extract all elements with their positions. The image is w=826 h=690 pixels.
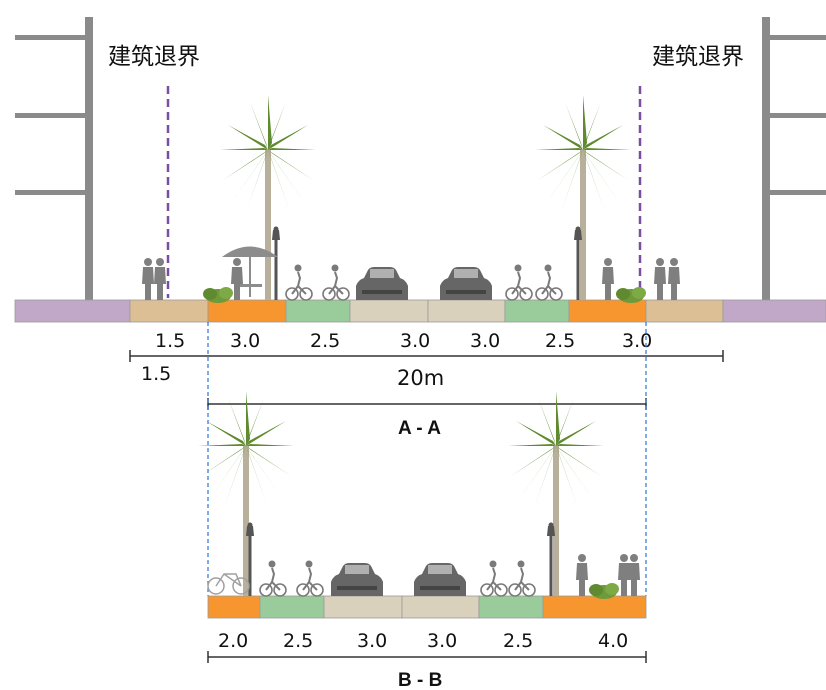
aa-building-zone-left bbox=[14, 299, 131, 323]
bb-width-label: 3.0 bbox=[427, 630, 457, 652]
section-bb-strips bbox=[207, 595, 647, 619]
section-bb-width-labels: 2.0 2.5 3.0 3.0 2.5 4.0 bbox=[218, 630, 628, 652]
umbrella bbox=[222, 246, 278, 297]
section-aa-strips bbox=[14, 299, 826, 323]
aa-width-label: 1.5 bbox=[155, 330, 185, 352]
setback-label-left: 建筑退界 bbox=[108, 44, 200, 70]
building-left bbox=[15, 17, 93, 300]
aa-width-label: 3.0 bbox=[230, 330, 260, 352]
bb-planting-right bbox=[542, 595, 647, 619]
bb-planting-left bbox=[207, 595, 261, 619]
aa-width-label: 2.5 bbox=[310, 330, 340, 352]
aa-bike-lane-right bbox=[504, 299, 570, 323]
section-bb-scene bbox=[198, 391, 640, 599]
bb-bike-lane-right bbox=[478, 595, 544, 619]
aa-sidewalk-right bbox=[645, 299, 724, 323]
bb-width-label: 2.5 bbox=[283, 630, 313, 652]
aa-width-label: 3.0 bbox=[400, 330, 430, 352]
bb-road-right bbox=[401, 595, 480, 619]
aa-core-dimension-line bbox=[207, 398, 647, 410]
aa-building-zone-right bbox=[722, 299, 826, 323]
aa-width-label: 2.5 bbox=[545, 330, 575, 352]
aa-extra-width-label: 1.5 bbox=[141, 363, 171, 385]
aa-width-label: 3.0 bbox=[470, 330, 500, 352]
aa-road-left bbox=[349, 299, 429, 323]
section-bb-title: B - B bbox=[398, 670, 442, 690]
aa-bike-lane-left bbox=[285, 299, 351, 323]
building-right bbox=[762, 17, 826, 300]
aa-road-right bbox=[427, 299, 506, 323]
bb-width-label: 4.0 bbox=[598, 630, 628, 652]
aa-overall-dimension-line bbox=[129, 350, 724, 362]
section-aa-width-labels: 1.5 3.0 2.5 3.0 3.0 2.5 3.0 bbox=[155, 330, 652, 352]
bb-width-label: 2.5 bbox=[503, 630, 533, 652]
setback-label-right: 建筑退界 bbox=[652, 44, 744, 70]
section-aa-scene bbox=[142, 95, 680, 303]
bb-dimension-line bbox=[207, 651, 647, 663]
bb-width-label: 3.0 bbox=[357, 630, 387, 652]
section-aa-title: A - A bbox=[398, 418, 441, 439]
aa-total-width-label: 20m bbox=[397, 366, 444, 390]
bb-width-label: 2.0 bbox=[218, 630, 248, 652]
aa-planting-right bbox=[568, 299, 647, 323]
parked-bicycle bbox=[207, 572, 250, 595]
aa-planting-left bbox=[207, 299, 287, 323]
aa-width-label: 3.0 bbox=[622, 330, 652, 352]
bb-bike-lane-left bbox=[259, 595, 325, 619]
bb-road-left bbox=[323, 595, 403, 619]
aa-sidewalk-left bbox=[129, 299, 209, 323]
